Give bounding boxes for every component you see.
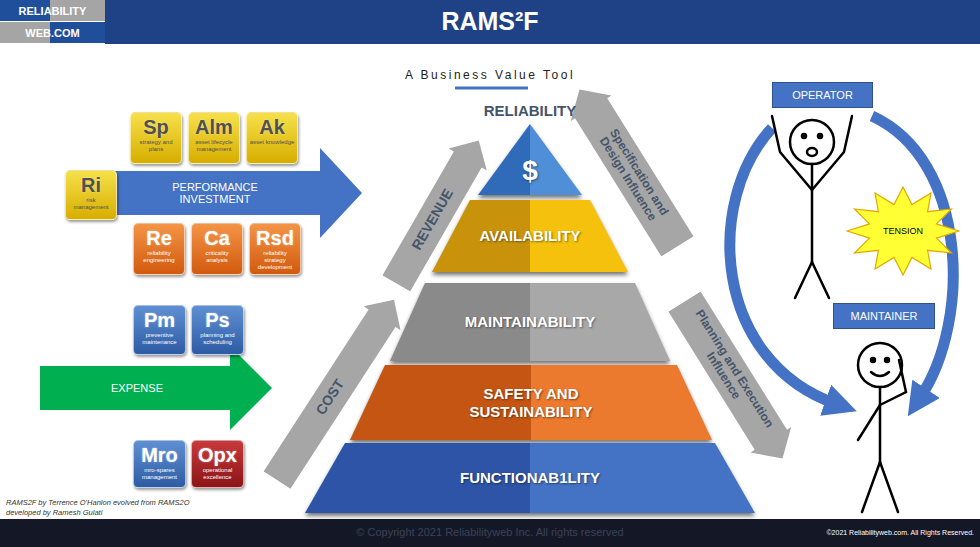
pyramid-level: AVAILABILITY xyxy=(432,200,628,272)
diagram-title: RAMS²F xyxy=(290,7,690,36)
figure-leg xyxy=(862,462,880,512)
header-bar xyxy=(0,0,980,44)
tile-code: Ps xyxy=(205,309,229,331)
role-box: OPERATOR xyxy=(772,82,873,108)
tile-label: planning and scheduling xyxy=(192,331,243,346)
figure-body xyxy=(811,164,814,262)
level-light xyxy=(530,124,582,195)
tile-label: preventive maintenance xyxy=(134,331,185,346)
role-label: MAINTAINER xyxy=(850,310,917,322)
tile-label: reliability strategy development xyxy=(250,249,300,271)
arrow-shape xyxy=(40,346,272,430)
tile-label: reliability engineering xyxy=(134,249,184,264)
level-label: $ xyxy=(522,154,538,188)
maintainer-figure xyxy=(858,343,906,512)
tile-label: strategy and plans xyxy=(131,138,181,153)
figure-leg xyxy=(812,262,829,298)
figure-eye xyxy=(802,134,806,138)
pyramid-level: FUNCTIONAB1LITY xyxy=(305,443,755,513)
level-label: SAFETY AND SUSTAINABILITY xyxy=(436,385,626,421)
subtitle-underline xyxy=(455,87,528,90)
level-label: FUNCTIONAB1LITY xyxy=(460,469,600,487)
block-arrow: EXPENSE xyxy=(40,346,272,430)
capability-tile: Rereliability engineering xyxy=(133,223,185,275)
tile-code: Re xyxy=(146,227,172,249)
capability-tile: Mromro-spares management xyxy=(133,440,186,488)
figure-head xyxy=(858,343,902,387)
capability-tile: Akasset knowledge xyxy=(246,112,298,164)
capability-tile: Opxoperational excellence xyxy=(191,440,244,488)
tile-code: Opx xyxy=(198,444,237,466)
pyramid-level: MAINTAINABILITY xyxy=(390,283,670,361)
figure-arm xyxy=(858,405,880,440)
arrow-label: EXPENSE xyxy=(111,382,163,394)
capability-tile: Cacriticality analysis xyxy=(191,223,243,275)
subtitle: A Business Value Tool xyxy=(380,68,600,82)
capability-tile: Ririsk management xyxy=(65,170,117,220)
tension-star: TENSION xyxy=(846,186,960,276)
curved-arrow xyxy=(730,128,836,404)
tile-label: risk management xyxy=(66,196,116,211)
tile-code: Pm xyxy=(144,309,175,331)
tile-code: Ak xyxy=(259,116,285,138)
credit-note: RAMS2F by Terrence O'Hanlon evolved from… xyxy=(6,498,191,518)
figure-mouth xyxy=(871,372,889,376)
level-text-box: $ xyxy=(478,124,582,195)
pyramid-level: $ xyxy=(478,124,582,195)
star-label: TENSION xyxy=(883,226,923,236)
level-text-box: FUNCTIONAB1LITY xyxy=(305,443,755,513)
role-label: OPERATOR xyxy=(792,89,853,101)
figure-head xyxy=(790,120,834,164)
star-text-box: TENSION xyxy=(846,186,960,276)
figure-mouth xyxy=(807,148,817,156)
logo-text: RELIABILITY xyxy=(0,0,105,22)
figure-eye xyxy=(885,358,889,362)
capability-tile: Psplanning and scheduling xyxy=(191,305,244,355)
footer-bar xyxy=(0,519,980,547)
tile-label: operational excellence xyxy=(192,466,243,481)
figure-body xyxy=(879,387,882,462)
tile-label: asset knowledge xyxy=(248,138,297,146)
level-text-box: SAFETY AND SUSTAINABILITY xyxy=(350,365,712,440)
capability-tile: Spstrategy and plans xyxy=(130,112,182,164)
logo-text: WEB.COM xyxy=(0,22,105,44)
role-box: MAINTAINER xyxy=(833,303,935,329)
level-label: AVAILABILITY xyxy=(479,227,580,245)
arrow-text-box: PERFORMANCE INVESTMENT xyxy=(110,171,320,215)
tile-label: criticality analysis xyxy=(192,249,242,264)
star-shape xyxy=(847,187,959,275)
arrow-text-box: EXPENSE xyxy=(44,366,230,410)
tile-code: Rsd xyxy=(256,227,294,249)
level-label: MAINTAINABILITY xyxy=(465,313,596,331)
tile-code: Ri xyxy=(81,174,101,196)
operator-figure xyxy=(772,116,852,298)
level-text-box: AVAILABILITY xyxy=(432,200,628,272)
tile-label: asset lifecycle management xyxy=(189,138,239,153)
level-heading: RELIABILITY xyxy=(465,102,595,119)
capability-tile: Rsdreliability strategy development xyxy=(249,223,301,275)
figure-leg xyxy=(880,462,898,512)
tile-code: Ca xyxy=(204,227,230,249)
tile-code: Alm xyxy=(195,116,233,138)
pyramid-level: SAFETY AND SUSTAINABILITY xyxy=(350,365,712,440)
figure-arm xyxy=(772,116,812,190)
capability-tile: Pmpreventive maintenance xyxy=(133,305,186,355)
level-text-box: MAINTAINABILITY xyxy=(390,283,670,361)
figure-leg xyxy=(795,262,812,298)
capability-tile: Almasset lifecycle management xyxy=(188,112,240,164)
tile-code: Mro xyxy=(141,444,178,466)
arrow-label: PERFORMANCE INVESTMENT xyxy=(160,181,270,205)
copyright-watermark: © Copyright 2021 Reliabilityweb Inc. All… xyxy=(290,526,690,538)
tile-label: mro-spares management xyxy=(134,466,185,481)
figure-eye xyxy=(871,358,875,362)
figure-arm xyxy=(880,360,906,405)
logo-badge: RELIABILITYWEB.COM xyxy=(0,0,105,44)
figure-arm xyxy=(812,116,852,190)
tile-code: Sp xyxy=(143,116,169,138)
copyright-note: ©2021 Reliabilityweb.com. All Rights Res… xyxy=(790,529,974,536)
arrow-label: COST xyxy=(313,377,347,418)
level-shade xyxy=(478,124,530,195)
figure-eye xyxy=(818,134,822,138)
